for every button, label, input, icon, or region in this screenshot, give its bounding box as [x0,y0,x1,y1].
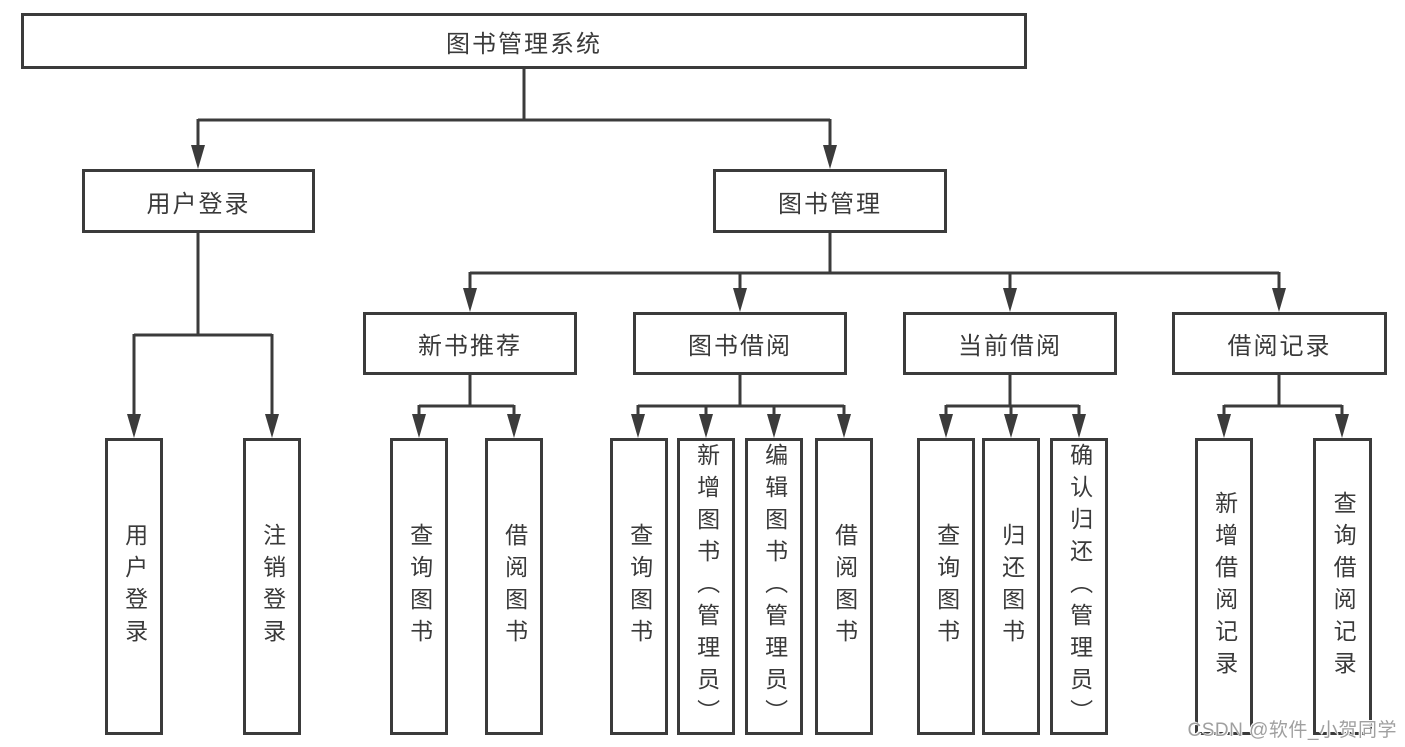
node-borrow-query-books: 查询图书 [610,438,668,735]
node-recommend-borrow-books: 借阅图书 [485,438,543,735]
node-label: 新增图书（管理员） [693,442,720,731]
node-label: 查询图书 [406,522,433,651]
node-label: 借阅图书 [501,522,528,651]
node-label: 查询图书 [933,522,960,651]
node-borrow-records: 借阅记录 [1172,312,1387,375]
node-label: 编辑图书（管理员） [761,442,788,731]
node-label: 归还图书 [998,522,1025,651]
node-label: 图书管理 [778,190,882,218]
node-current-return-books: 归还图书 [982,438,1040,735]
node-user-login: 用户登录 [82,169,315,233]
node-current-borrow: 当前借阅 [903,312,1117,375]
node-records-add-record: 新增借阅记录 [1195,438,1253,735]
node-records-query-record: 查询借阅记录 [1313,438,1372,735]
watermark: CSDN @软件_小贺同学 [1187,720,1397,741]
node-book-borrow: 图书借阅 [633,312,847,375]
node-label: 借阅图书 [831,522,858,651]
node-book-management: 图书管理 [713,169,947,233]
node-new-book-recommend: 新书推荐 [363,312,577,375]
node-current-query-books: 查询图书 [917,438,975,735]
node-label: 查询图书 [626,522,653,651]
node-label: 借阅记录 [1227,333,1332,360]
node-label: 确认归还（管理员） [1066,442,1093,731]
node-label: 注销登录 [259,522,286,651]
node-label: 用户登录 [121,522,148,651]
node-label: 用户登录 [146,190,251,218]
node-current-confirm-return-admin: 确认归还（管理员） [1050,438,1108,735]
node-label: 查询借阅记录 [1330,490,1357,683]
node-borrow-borrow-books: 借阅图书 [815,438,873,735]
node-borrow-edit-books-admin: 编辑图书（管理员） [745,438,803,735]
node-root-system: 图书管理系统 [21,13,1027,69]
node-user-login-action: 用户登录 [105,438,163,735]
node-label: 当前借阅 [958,333,1062,360]
node-label: 图书管理系统 [446,30,602,58]
node-label: 新书推荐 [418,333,522,360]
node-label: 新增借阅记录 [1211,490,1238,683]
node-label: 图书借阅 [688,333,792,360]
node-logout-action: 注销登录 [243,438,301,735]
node-recommend-query-books: 查询图书 [390,438,448,735]
node-borrow-add-books-admin: 新增图书（管理员） [677,438,735,735]
